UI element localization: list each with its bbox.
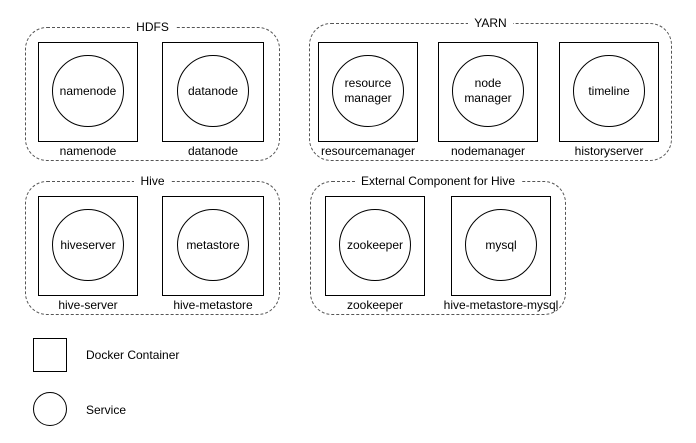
namenode-service: namenode bbox=[52, 55, 124, 127]
hdfs-group-title: HDFS bbox=[130, 20, 175, 34]
yarn-group: YARN bbox=[309, 16, 672, 161]
hiveserver-container-label: hive-server bbox=[58, 298, 118, 312]
namenode-service-label: namenode bbox=[59, 83, 117, 98]
hiveserver-service-label: hiveserver bbox=[60, 237, 116, 252]
resourcemanager-container-label: resourcemanager bbox=[320, 144, 416, 158]
metastore-service: metastore bbox=[177, 209, 249, 281]
hive-group-title: Hive bbox=[134, 174, 171, 188]
resourcemanager-service: resource manager bbox=[332, 55, 404, 127]
datanode-service-label: datanode bbox=[187, 83, 239, 98]
hdfs-group: HDFS bbox=[25, 20, 280, 161]
historyserver-container-label: historyserver bbox=[574, 144, 644, 158]
legend-container-square bbox=[33, 338, 67, 372]
legend-service-circle bbox=[33, 392, 67, 426]
nodemanager-service: node manager bbox=[452, 55, 524, 127]
hive-group: Hive bbox=[25, 174, 280, 315]
historyserver-service: timeline bbox=[573, 55, 645, 127]
nodemanager-service-label: node manager bbox=[464, 76, 512, 105]
metastore-service-label: metastore bbox=[186, 237, 240, 252]
legend-container-label: Docker Container bbox=[86, 348, 180, 362]
external-group-title: External Component for Hive bbox=[354, 174, 522, 188]
zookeeper-service-label: zookeeper bbox=[346, 237, 404, 252]
resourcemanager-service-label: resource manager bbox=[344, 76, 392, 105]
zookeeper-service: zookeeper bbox=[339, 209, 411, 281]
namenode-container-label: namenode bbox=[59, 144, 117, 158]
nodemanager-container-label: nodemanager bbox=[450, 144, 526, 158]
historyserver-service-label: timeline bbox=[588, 83, 630, 98]
datanode-service: datanode bbox=[177, 55, 249, 127]
yarn-group-title: YARN bbox=[468, 16, 513, 30]
datanode-container-label: datanode bbox=[187, 144, 239, 158]
legend-service-label: Service bbox=[86, 403, 127, 417]
metastore-container-label: hive-metastore bbox=[173, 298, 253, 312]
mysql-service: mysql bbox=[465, 209, 537, 281]
zookeeper-container-label: zookeeper bbox=[346, 298, 404, 312]
hiveserver-service: hiveserver bbox=[52, 209, 124, 281]
mysql-container-label: hive-metastore-mysql bbox=[443, 298, 559, 312]
mysql-service-label: mysql bbox=[485, 237, 517, 252]
external-group: External Component for Hive bbox=[310, 174, 566, 315]
